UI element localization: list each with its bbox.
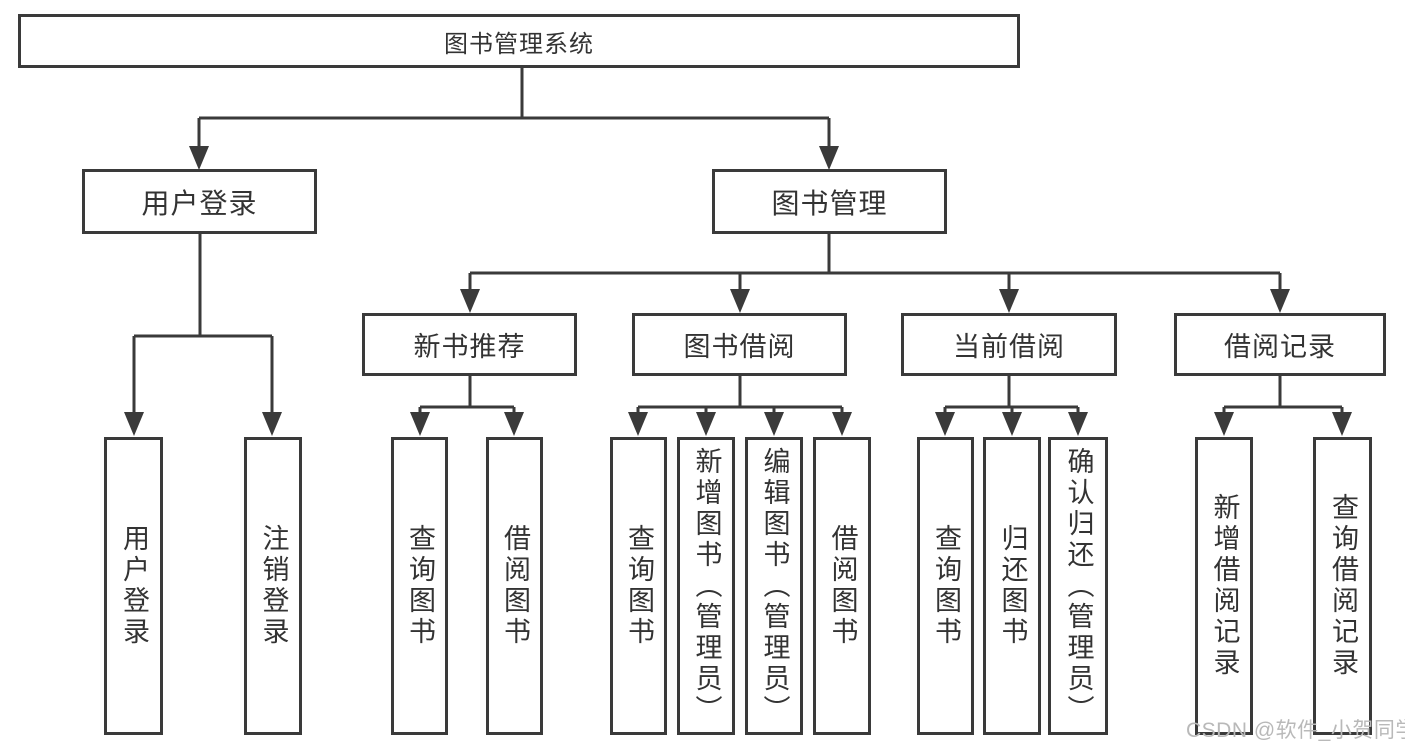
arrow-down-icon bbox=[832, 412, 852, 436]
node-library-management-system: 图书管理系统 bbox=[18, 14, 1020, 68]
node-label: 借阅图书 bbox=[500, 524, 530, 648]
arrow-down-icon bbox=[764, 412, 784, 436]
arrow-down-icon bbox=[730, 289, 750, 313]
leaf-user-login: 用户登录 bbox=[104, 437, 163, 735]
arrow-down-icon bbox=[460, 289, 480, 313]
node-label: 注销登录 bbox=[258, 524, 289, 648]
node-label: 查询图书 bbox=[405, 524, 435, 648]
arrow-down-icon bbox=[189, 146, 209, 170]
node-label: 用户登录 bbox=[119, 524, 149, 648]
connector-book-borrowing-children bbox=[636, 376, 844, 416]
arrow-down-icon bbox=[410, 412, 430, 436]
leaf-add-borrow-record: 新增借阅记录 bbox=[1195, 437, 1253, 735]
arrow-down-icon bbox=[935, 412, 955, 436]
leaf-borrow-books-recommend: 借阅图书 bbox=[486, 437, 543, 735]
connector-user-login-children bbox=[132, 234, 274, 416]
leaf-edit-book-admin: 编辑图书（管理员） bbox=[745, 437, 803, 735]
node-current-borrowing: 当前借阅 bbox=[901, 313, 1117, 376]
connector-new-book-recommend-children bbox=[418, 376, 516, 416]
leaf-query-borrow-record: 查询借阅记录 bbox=[1313, 437, 1372, 735]
arrow-down-icon bbox=[999, 289, 1019, 313]
node-label: 确认归还（管理员） bbox=[1063, 446, 1094, 726]
node-label: 图书管理系统 bbox=[444, 30, 594, 58]
arrow-down-icon bbox=[628, 412, 648, 436]
node-label: 编辑图书（管理员） bbox=[759, 446, 790, 726]
arrow-down-icon bbox=[504, 412, 524, 436]
arrow-down-icon bbox=[124, 412, 144, 436]
node-label: 归还图书 bbox=[997, 524, 1028, 648]
connector-current-borrowing-children bbox=[943, 376, 1080, 416]
arrow-down-icon bbox=[1214, 412, 1234, 436]
node-label: 借阅记录 bbox=[1224, 332, 1336, 362]
leaf-query-books-current: 查询图书 bbox=[917, 437, 974, 735]
node-label: 借阅图书 bbox=[827, 524, 858, 648]
node-new-book-recommend: 新书推荐 bbox=[362, 313, 577, 376]
node-label: 当前借阅 bbox=[953, 332, 1065, 362]
connector-book-management-children bbox=[468, 234, 1282, 293]
node-label: 新书推荐 bbox=[413, 332, 526, 362]
csdn-watermark: CSDN @软件_小贺同学 bbox=[1186, 719, 1405, 742]
leaf-borrow-books-borrowing: 借阅图书 bbox=[813, 437, 871, 735]
leaf-add-book-admin: 新增图书（管理员） bbox=[677, 437, 735, 735]
node-label: 查询图书 bbox=[931, 524, 961, 648]
arrow-down-icon bbox=[1270, 289, 1290, 313]
node-label: 用户登录 bbox=[141, 187, 258, 219]
node-label: 查询借阅记录 bbox=[1328, 493, 1358, 679]
arrow-down-icon bbox=[262, 412, 282, 436]
arrow-down-icon bbox=[1068, 412, 1088, 436]
connector-borrow-records-children bbox=[1222, 376, 1344, 416]
node-label: 图书管理 bbox=[771, 187, 888, 219]
node-label: 新增借阅记录 bbox=[1209, 493, 1240, 679]
arrow-down-icon bbox=[1002, 412, 1022, 436]
leaf-return-books: 归还图书 bbox=[983, 437, 1041, 735]
node-book-management: 图书管理 bbox=[712, 169, 947, 234]
node-label: 图书借阅 bbox=[683, 332, 796, 362]
leaf-logout: 注销登录 bbox=[244, 437, 302, 735]
node-label: 新增图书（管理员） bbox=[691, 446, 722, 726]
leaf-query-books-borrowing: 查询图书 bbox=[610, 437, 667, 735]
node-user-login: 用户登录 bbox=[82, 169, 317, 234]
leaf-query-books-recommend: 查询图书 bbox=[391, 437, 448, 735]
arrow-down-icon bbox=[819, 146, 839, 170]
node-book-borrowing: 图书借阅 bbox=[632, 313, 847, 376]
node-label: 查询图书 bbox=[624, 524, 654, 648]
node-borrow-records: 借阅记录 bbox=[1174, 313, 1386, 376]
arrow-down-icon bbox=[1332, 412, 1352, 436]
connector-root-to-level2 bbox=[197, 67, 831, 150]
arrow-down-icon bbox=[696, 412, 716, 436]
leaf-confirm-return-admin: 确认归还（管理员） bbox=[1048, 437, 1108, 735]
